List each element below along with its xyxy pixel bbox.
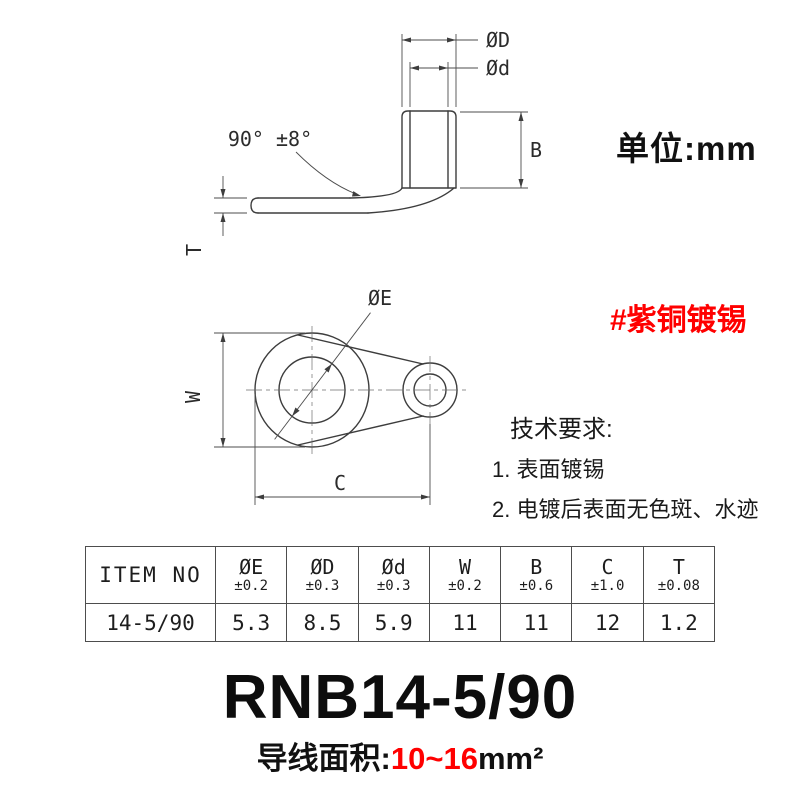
dim-label-length: C xyxy=(334,471,346,495)
cell-value-D: 8.5 xyxy=(286,603,359,642)
col-tolerance-W: ±0.2 xyxy=(448,578,482,594)
bend-inner-curve xyxy=(349,187,403,199)
col-tolerance-B: ±0.6 xyxy=(519,578,554,594)
bend-outer-curve xyxy=(367,187,455,214)
tech-req-item-2: 2. 电镀后表面无色斑、水迹 xyxy=(492,497,759,522)
cell-value-W: 11 xyxy=(428,603,502,642)
col-header-d: Ød ±0.3 xyxy=(357,546,430,604)
table-header-row: ITEM NO ØE ±0.2 ØD ±0.3 Ød ±0.3 W ±0.2 B… xyxy=(85,546,716,604)
col-symbol-d: Ød xyxy=(381,555,406,579)
col-header-B: B ±0.6 xyxy=(500,546,573,604)
col-symbol-C: C xyxy=(601,555,614,579)
col-tolerance-T: ±0.08 xyxy=(657,578,700,594)
col-tolerance-C: ±1.0 xyxy=(590,578,625,594)
unit-label: 单位:mm xyxy=(616,130,757,167)
col-symbol-W: W xyxy=(458,555,471,579)
top-view-dimensions: ØE W C xyxy=(181,286,431,505)
wire-area-value: 10~16 xyxy=(390,741,478,776)
col-header-W: W ±0.2 xyxy=(428,546,502,604)
tech-req-item-1: 1. 表面镀锡 xyxy=(492,457,605,482)
barrel-outline xyxy=(401,110,457,189)
wire-area-line: 导线面积:10~16mm² xyxy=(0,733,800,778)
tongue-left-cap xyxy=(250,197,259,214)
cell-value-T: 1.2 xyxy=(642,603,716,642)
dim-label-inner-diameter: Ød xyxy=(486,56,510,80)
tech-req-title: 技术要求: xyxy=(510,416,613,443)
col-symbol-B: B xyxy=(530,555,543,579)
col-header-T: T ±0.08 xyxy=(642,546,716,604)
wire-area-unit: mm² xyxy=(477,741,544,776)
technical-requirements: 技术要求: 1. 表面镀锡 2. 电镀后表面无色斑、水迹 xyxy=(492,410,758,530)
dim-label-bend-angle: 90° ±8° xyxy=(228,127,312,151)
col-header-C: C ±1.0 xyxy=(571,546,644,604)
col-tolerance-d: ±0.3 xyxy=(376,578,411,594)
cell-value-C: 12 xyxy=(571,603,644,642)
technical-drawing: ØD Ød B T 90° ±8° xyxy=(181,28,542,505)
dim-label-hole-diameter: ØE xyxy=(368,286,392,310)
dim-label-thickness: T xyxy=(182,244,206,256)
col-symbol-E: ØE xyxy=(239,555,264,579)
cell-value-d: 5.9 xyxy=(357,603,430,642)
col-symbol-T: T xyxy=(672,555,685,579)
side-view-dimensions: ØD Ød B T 90° ±8° xyxy=(182,28,542,256)
dim-label-width: W xyxy=(181,390,205,403)
col-symbol-D: ØD xyxy=(310,555,335,579)
side-view xyxy=(250,110,457,214)
top-tangent-edge xyxy=(297,334,424,365)
cell-item-no: 14-5/90 xyxy=(85,603,216,642)
table-data-row: 14-5/90 5.3 8.5 5.9 11 11 12 1.2 xyxy=(85,603,716,642)
col-header-E: ØE ±0.2 xyxy=(214,546,288,604)
dim-label-barrel-height: B xyxy=(530,138,542,162)
top-view xyxy=(246,326,468,454)
col-header-D: ØD ±0.3 xyxy=(286,546,359,604)
wire-area-label: 导线面积: xyxy=(256,741,391,776)
bottom-tangent-edge xyxy=(297,415,424,446)
col-tolerance-E: ±0.2 xyxy=(234,578,268,594)
cell-value-E: 5.3 xyxy=(214,603,288,642)
cell-value-B: 11 xyxy=(500,603,573,642)
product-model-title: RNB14-5/90 xyxy=(222,663,578,732)
dim-label-outer-diameter: ØD xyxy=(486,28,510,52)
material-label: #紫铜镀锡 xyxy=(610,304,747,337)
col-header-item-no: ITEM NO xyxy=(85,546,216,604)
col-tolerance-D: ±0.3 xyxy=(305,578,340,594)
spec-table: ITEM NO ØE ±0.2 ØD ±0.3 Ød ±0.3 W ±0.2 B… xyxy=(85,546,716,642)
